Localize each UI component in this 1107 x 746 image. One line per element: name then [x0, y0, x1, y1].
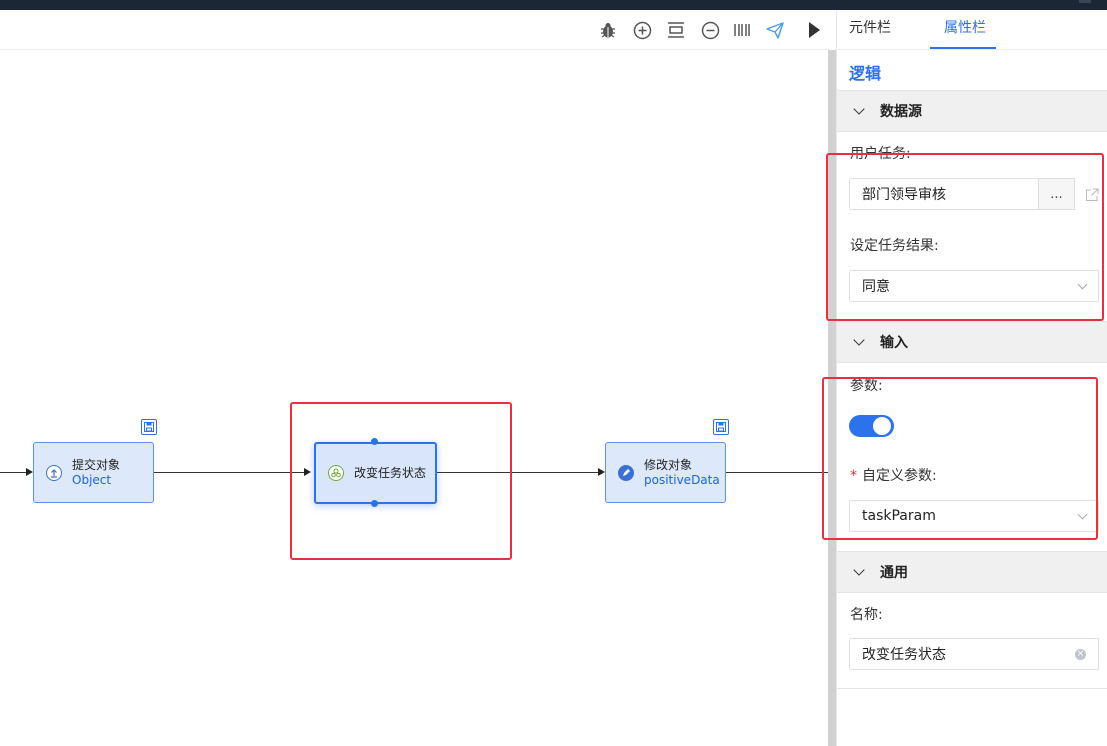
- node-title: 修改对象: [644, 457, 693, 472]
- section-general-header[interactable]: 通用: [837, 551, 1107, 593]
- top-bar: [0, 0, 1107, 10]
- save-icon[interactable]: [141, 419, 157, 435]
- edge-in: [0, 472, 26, 473]
- edge-arrow: [598, 468, 605, 476]
- user-task-field[interactable]: 部门领导审核: [849, 178, 1039, 210]
- node-title: 改变任务状态: [354, 465, 427, 480]
- param-label: 参数:: [850, 378, 883, 394]
- name-field[interactable]: 改变任务状态 ×: [849, 638, 1099, 670]
- flow-node-change-task-status[interactable]: 改变任务状态: [314, 442, 437, 504]
- scrollbar[interactable]: [828, 50, 836, 746]
- tab-properties[interactable]: 属性栏: [944, 20, 986, 36]
- node-title: 提交对象: [72, 457, 121, 472]
- node-subtitle: positiveData: [644, 472, 720, 487]
- custom-param-label-text: 自定义参数:: [862, 468, 937, 484]
- custom-param-label: * 自定义参数:: [850, 465, 937, 485]
- select-value: 同意: [862, 279, 890, 295]
- status-icon: [328, 465, 344, 481]
- connector-handle-top[interactable]: [371, 438, 378, 445]
- section-title: 数据源: [880, 104, 922, 120]
- section-title: 输入: [880, 335, 908, 351]
- connector-handle-bottom[interactable]: [371, 500, 378, 507]
- chevron-down-icon: [1077, 509, 1088, 520]
- section-input-header[interactable]: 输入: [837, 321, 1107, 363]
- send-icon[interactable]: [764, 19, 786, 41]
- tab-components[interactable]: 元件栏: [849, 20, 891, 36]
- task-result-select[interactable]: 同意: [849, 270, 1099, 302]
- edit-icon: [618, 464, 634, 481]
- edge-1: [154, 472, 306, 473]
- param-toggle[interactable]: [849, 415, 894, 437]
- divider: [837, 688, 1107, 689]
- properties-panel: 元件栏 属性栏 逻辑 数据源 用户任务: 部门领导审核 ... 设定任务结果: …: [836, 10, 1107, 746]
- select-user-task-button[interactable]: ...: [1038, 178, 1075, 210]
- panel-title: 逻辑: [849, 64, 882, 83]
- section-datasource-header[interactable]: 数据源: [837, 90, 1107, 132]
- chevron-down-icon: [853, 102, 865, 115]
- input-value: 改变任务状态: [862, 647, 946, 663]
- chevron-down-icon: [1077, 279, 1088, 290]
- select-value: taskParam: [862, 508, 936, 524]
- window-corner: [1079, 0, 1091, 3]
- name-label: 名称:: [850, 607, 883, 623]
- edge-out: [726, 472, 830, 473]
- edge-arrow: [26, 468, 33, 476]
- toggle-knob: [873, 417, 891, 435]
- save-icon[interactable]: [713, 419, 729, 435]
- flow-canvas[interactable]: 提交对象 Object 改变任务状态 修改对象 positiveData: [0, 10, 836, 746]
- flow-node-modify-object[interactable]: 修改对象 positiveData: [605, 442, 726, 503]
- upload-icon: [46, 464, 62, 481]
- panel-tabs: 元件栏 属性栏: [837, 10, 1107, 50]
- barcode-icon[interactable]: [731, 19, 753, 41]
- section-title: 通用: [880, 565, 908, 581]
- zoom-out-icon[interactable]: [699, 19, 721, 41]
- play-icon[interactable]: [803, 19, 825, 41]
- edge-arrow: [304, 468, 311, 476]
- flow-node-submit-object[interactable]: 提交对象 Object: [33, 442, 154, 503]
- chevron-down-icon: [853, 333, 865, 346]
- canvas-toolbar: [0, 10, 830, 50]
- external-link-icon[interactable]: [1085, 187, 1099, 206]
- edge-2: [436, 472, 598, 473]
- active-tab-indicator: [930, 47, 996, 49]
- custom-param-select[interactable]: taskParam: [849, 500, 1099, 532]
- fit-icon[interactable]: [665, 19, 687, 41]
- task-result-label: 设定任务结果:: [850, 238, 939, 254]
- clear-icon[interactable]: ×: [1075, 649, 1086, 660]
- user-task-label: 用户任务:: [850, 146, 911, 162]
- required-marker: *: [850, 468, 857, 484]
- zoom-in-icon[interactable]: [631, 19, 653, 41]
- node-subtitle: Object: [72, 472, 112, 487]
- chevron-down-icon: [853, 563, 865, 576]
- bug-icon[interactable]: [597, 19, 619, 41]
